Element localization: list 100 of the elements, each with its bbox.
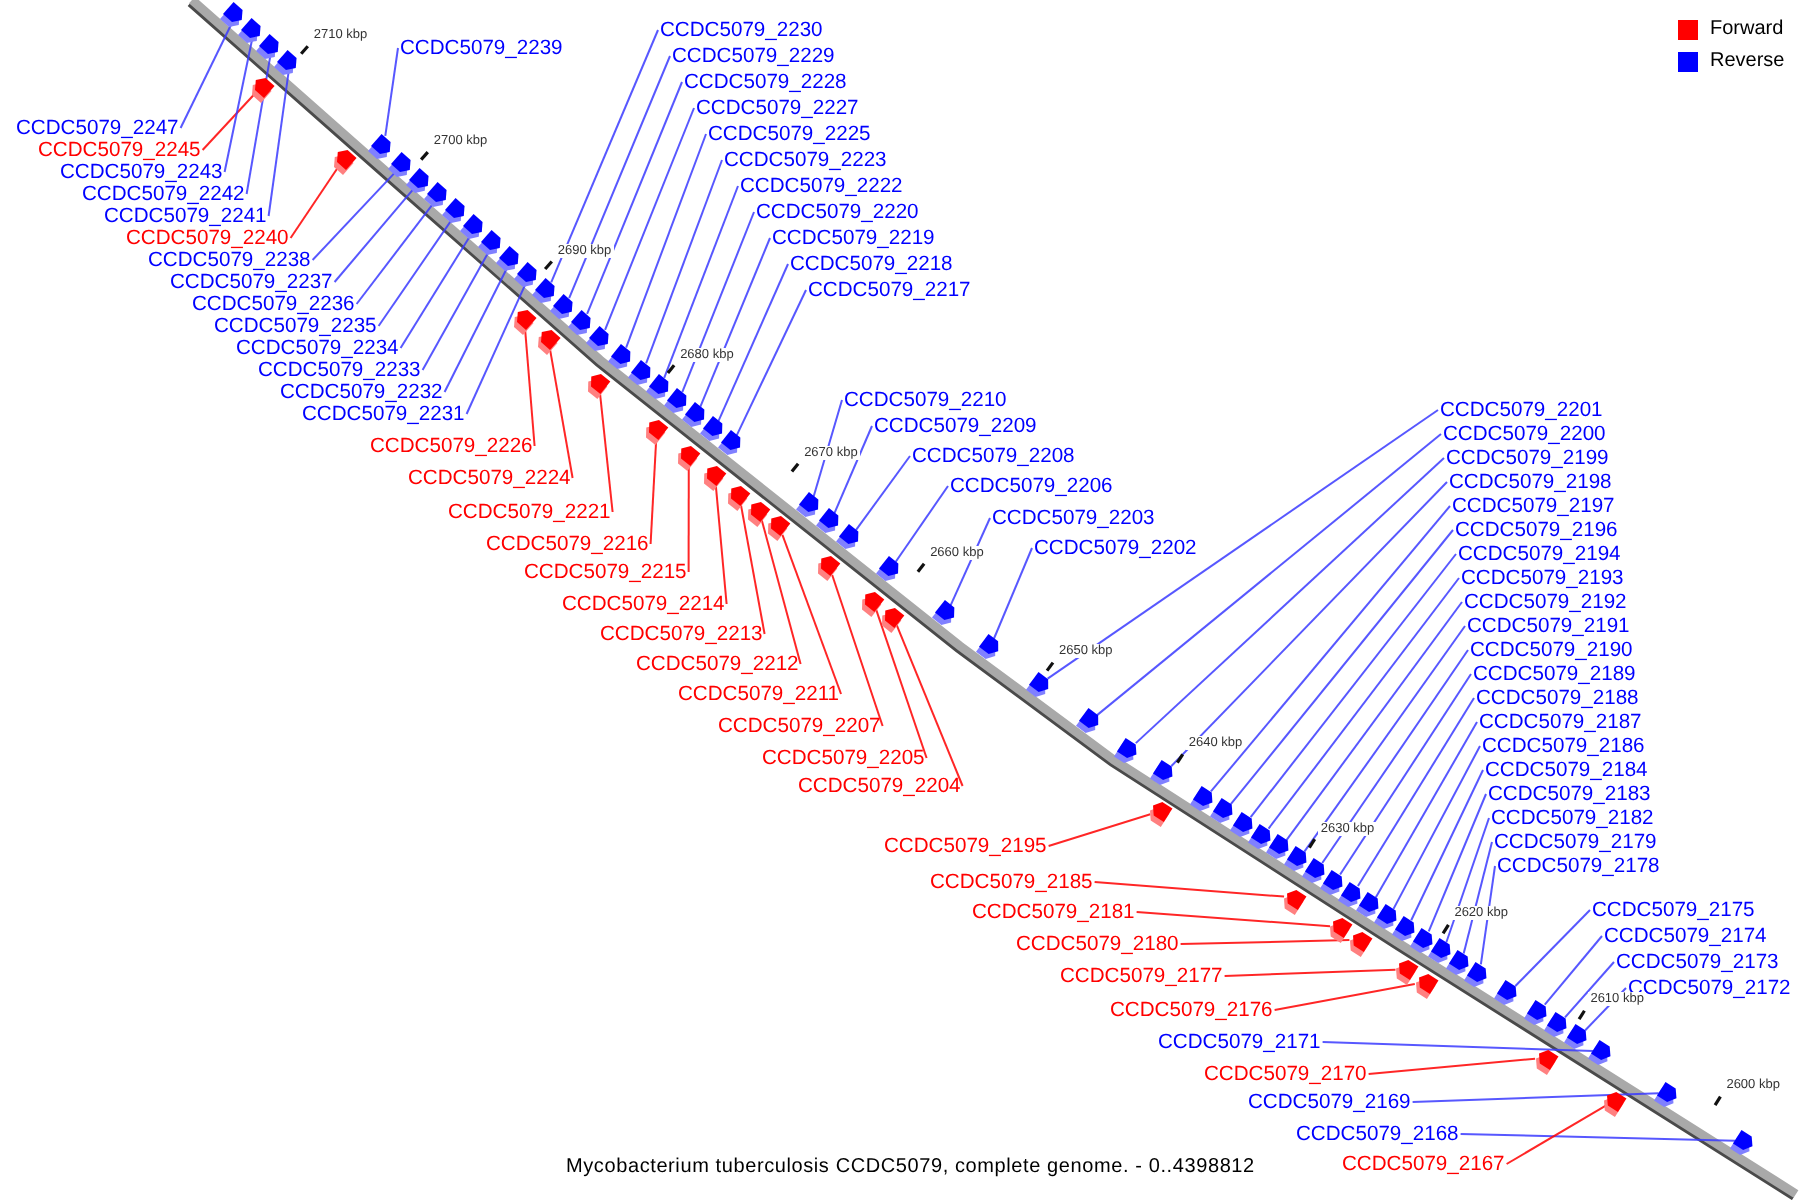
leader-line [599, 392, 614, 513]
leader-line [854, 455, 911, 532]
gene-label: CCDC5079_2168 [1296, 1123, 1459, 1145]
leader-line [1047, 813, 1152, 847]
gene-label: CCDC5079_2197 [1452, 495, 1615, 517]
gene-block [1730, 1129, 1754, 1155]
gene-block [1230, 811, 1254, 837]
gene-block [568, 309, 592, 335]
gene-label: CCDC5079_2183 [1488, 783, 1651, 805]
gene-label: CCDC5079_2193 [1461, 567, 1624, 589]
leader-line [1273, 983, 1416, 1011]
gene-block [1535, 1049, 1559, 1075]
gene-label: CCDC5079_2214 [562, 593, 725, 615]
gene-block [718, 430, 741, 456]
gene-label: CCDC5079_2179 [1494, 831, 1657, 853]
gene-block [678, 445, 701, 471]
gene-label: CCDC5079_2174 [1604, 925, 1767, 947]
leader-line [223, 38, 254, 173]
gene-block [1603, 1092, 1627, 1118]
gene-label: CCDC5079_2229 [672, 45, 835, 67]
gene-label: CCDC5079_2240 [126, 227, 289, 249]
leader-line [1392, 745, 1481, 910]
leader-line [1411, 1092, 1660, 1103]
gene-label: CCDC5079_2225 [708, 123, 871, 145]
gene-label: CCDC5079_2191 [1467, 615, 1630, 637]
gene-block [748, 501, 771, 526]
gene-block [256, 34, 280, 60]
leader-line [625, 133, 707, 349]
legend-label: Forward [1710, 18, 1784, 42]
leader-line [1096, 433, 1442, 717]
gene-block [682, 402, 705, 428]
leader-line [1170, 481, 1448, 767]
gene-block [1446, 950, 1470, 975]
gene-label: CCDC5079_2226 [370, 435, 533, 457]
gene-block [646, 419, 669, 445]
leader-line [1543, 935, 1603, 1006]
leader-line [384, 47, 399, 137]
gene-block [975, 634, 998, 660]
leader-line [333, 184, 418, 283]
gene-block [1150, 760, 1174, 786]
leader-line [1514, 909, 1591, 988]
gene-block [768, 516, 791, 542]
gene-block [1248, 823, 1272, 849]
gene-block [478, 230, 502, 256]
gene-label: CCDC5079_2167 [1342, 1153, 1505, 1175]
leader-line [1229, 529, 1454, 806]
leader-line [663, 185, 739, 379]
gene-label: CCDC5079_2217 [808, 279, 971, 301]
leader-line [377, 216, 455, 327]
leader-line [549, 348, 574, 479]
leader-line [760, 518, 802, 665]
leader-line [681, 211, 755, 394]
gene-label: CCDC5079_2210 [844, 389, 1007, 411]
leader-line [1249, 553, 1457, 818]
gene-block [1524, 999, 1548, 1025]
leader-line [1459, 1133, 1737, 1142]
gene-label: CCDC5079_2196 [1455, 519, 1618, 541]
leader-line [1505, 1104, 1608, 1165]
gene-label: CCDC5079_2190 [1470, 639, 1633, 661]
leader-line [267, 70, 290, 217]
gene-label: CCDC5079_2241 [104, 205, 267, 227]
gene-label: CCDC5079_2203 [992, 507, 1155, 529]
gene-block [1338, 881, 1362, 907]
gene-block [628, 359, 651, 385]
gene-block [1374, 904, 1398, 930]
leader-line [1339, 673, 1472, 876]
leader-line [1445, 817, 1490, 944]
leader-line [875, 608, 928, 759]
gene-block [1320, 869, 1344, 895]
gene-label: CCDC5079_2228 [684, 71, 847, 93]
gene-label: CCDC5079_2247 [16, 117, 179, 139]
leader-line [992, 547, 1033, 640]
gene-label: CCDC5079_2237 [170, 271, 333, 293]
gene-block [608, 343, 631, 369]
gene-label: CCDC5079_2243 [60, 161, 223, 183]
gene-label: CCDC5079_2207 [718, 715, 881, 737]
gene-block [1025, 671, 1048, 697]
gene-label: CCDC5079_2218 [790, 253, 953, 275]
gene-block [876, 556, 899, 582]
gene-block [550, 293, 574, 319]
leader-line [1285, 601, 1463, 842]
gene-block [333, 150, 357, 176]
gene-label: CCDC5079_2171 [1158, 1031, 1321, 1053]
gene-block [406, 167, 430, 192]
gene-label: CCDC5079_2235 [214, 315, 377, 337]
leader-line [289, 164, 341, 239]
gene-label: CCDC5079_2201 [1440, 399, 1603, 421]
leader-line [812, 399, 843, 498]
gene-block [646, 373, 669, 399]
gene-label: CCDC5079_2236 [192, 293, 355, 315]
gene-block [816, 508, 839, 534]
gene-label: CCDC5079_2199 [1446, 447, 1609, 469]
gene-label: CCDC5079_2202 [1034, 537, 1197, 559]
gene-label: CCDC5079_2242 [82, 183, 245, 205]
gene-block [882, 607, 905, 633]
leader-line [1321, 1041, 1595, 1052]
leader-line [1321, 649, 1469, 865]
leader-line [645, 159, 723, 365]
leader-line [1223, 968, 1397, 977]
leader-line [895, 624, 964, 787]
